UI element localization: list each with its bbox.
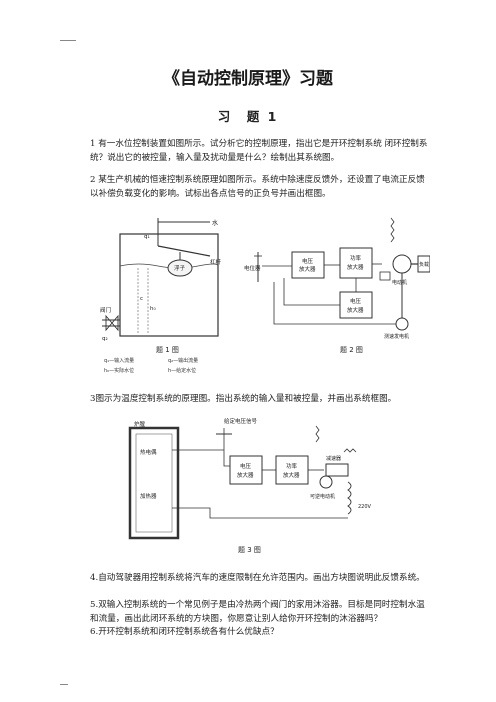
fig3-label-pa1: 功率 [286, 462, 298, 470]
fig2-caption: 题 2 图 [340, 346, 363, 354]
fig2-load [417, 255, 430, 273]
fig3-label-va1: 电压 [240, 462, 252, 470]
question-6: 6.开环控制系统和闭环控制系统各有什么优缺点？ [90, 627, 279, 637]
fig2-label-potentiometer: 电位器 [244, 264, 261, 272]
question-5: 5.双输入控制系统的一个常见例子是由冷热两个阀门的家用沐浴器。目标是同时控制水温… [90, 600, 425, 624]
question-2: 2 某生产机械的恒速控制系统原理如图所示。系统中除速度反馈外，还设置了电流正反馈… [90, 175, 425, 199]
fig3-caption: 题 3 图 [238, 546, 261, 554]
question-1: 1 有一水位控制装置如图所示。试分析它的控制原理，指出它是开环控制系统 闭环控制… [90, 139, 428, 163]
fig3-label-va2: 放大器 [237, 471, 254, 479]
fig1-label-float: 浮子 [174, 264, 186, 272]
fig3-label-servo: 可逆电动机 [310, 493, 335, 500]
fig2-voltage-amplifier [291, 251, 325, 279]
fig2-label-ca2: 放大器 [347, 306, 364, 314]
fig2-label-va1: 电压 [302, 257, 314, 265]
fig1-label-valve: 阀门 [100, 306, 111, 314]
fig3-label-thermocouple: 热电偶 [140, 448, 157, 456]
fig2-label-motor: 电动机 [392, 279, 407, 286]
document-title: 《自动控制原理》习题 [163, 69, 333, 89]
fig2-label-load: 负载 [419, 261, 429, 268]
fig2-label-ca1: 电压 [350, 297, 362, 305]
figure-3: 给定电压信号 炉膛 热电偶 加热器 电压 放大器 功率 放大器 可逆电动机 减速… [128, 417, 372, 554]
fig1-legend-1: q₁—输入流量 [104, 357, 134, 364]
fig2-current-amplifier [339, 291, 373, 319]
fig3-label-oven: 炉膛 [134, 420, 146, 428]
fig1-caption: 题 1 图 [156, 346, 179, 354]
tank [119, 233, 219, 337]
fig2-label-pa2: 放大器 [347, 263, 364, 271]
question-4: 4.自动驾驶器用控制系统将汽车的速度限制在允许范围内。画出方块图说明此反馈系统。 [90, 573, 425, 583]
fig2-tachogenerator [395, 317, 409, 331]
fig1-legend-3: h₀—实际水位 [104, 367, 134, 374]
figure-1: 水 q₁ 浮子 杠杆 c h₀ 阀门 q₂ 题 1 图 q₁—输入流量 q₂—输… [100, 218, 222, 374]
fig3-voltage-amplifier [229, 455, 263, 485]
fig3-label-pa2: 放大器 [283, 471, 300, 479]
fig1-label-c: c [140, 296, 143, 302]
fig2-motor [392, 254, 412, 274]
fig3-label-given: 给定电压信号 [224, 417, 258, 425]
section-title: 习 题 1 [217, 109, 279, 124]
fig2-power-amplifier [339, 247, 373, 279]
fig1-legend-4: h—给定水位 [168, 367, 196, 374]
footer-mark [60, 684, 68, 685]
fig2-label-pa1: 功率 [350, 254, 362, 262]
fig3-label-ac: 220V [358, 504, 372, 510]
fig1-label-q2: q₂ [102, 336, 108, 342]
fig3-label-heater: 加热器 [140, 492, 157, 500]
fig1-label-water: 水 [212, 219, 218, 227]
fig3-reducer [325, 463, 349, 477]
fig1-label-q1: q₁ [144, 234, 150, 240]
fig3-power-amplifier [275, 455, 309, 485]
fig1-label-lever: 杠杆 [210, 258, 222, 266]
header-rule [60, 40, 76, 41]
fig2-label-tacho: 测速发电机 [384, 333, 409, 340]
question-3: 3图示为温度控制系统的原理图。指出系统的输入量和被控量，并画出系统框图。 [90, 394, 397, 404]
figure-2: 电位器 电压 放大器 功率 放大器 负载 电动机 电压 放大器 测速发电机 题 … [244, 217, 430, 354]
fig3-label-reducer: 减速器 [326, 455, 341, 462]
fig3-oven [128, 426, 180, 540]
fig1-label-h0: h₀ [150, 306, 156, 312]
fig2-label-va2: 放大器 [299, 265, 316, 273]
fig1-legend-2: q₂—输出流量 [168, 357, 198, 364]
fig3-servo-motor [319, 475, 333, 489]
